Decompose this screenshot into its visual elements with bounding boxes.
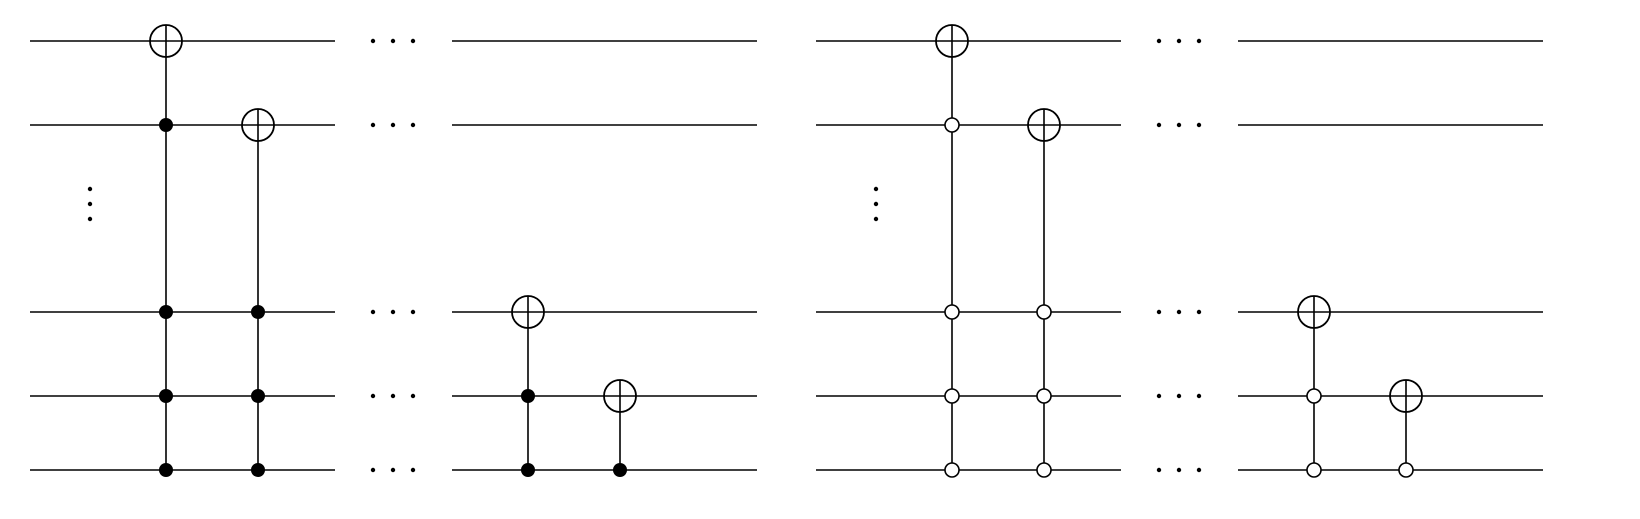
hollow-control-dot — [944, 304, 960, 320]
ellipsis-dot — [1156, 393, 1162, 399]
vertical-ellipsis-dot — [873, 216, 879, 222]
filled-control-dot — [159, 305, 173, 319]
hollow-control-dot — [944, 388, 960, 404]
filled-control-dot — [521, 389, 535, 403]
ellipsis-dot — [370, 467, 376, 473]
ellipsis-dot — [410, 38, 416, 44]
ellipsis-dot — [410, 309, 416, 315]
ellipsis-dot — [370, 38, 376, 44]
vertical-ellipsis-dot — [87, 186, 93, 192]
filled-control-dot — [521, 463, 535, 477]
ellipsis-dot — [410, 122, 416, 128]
circuit-panel-2 — [816, 24, 1543, 478]
filled-control-dot — [159, 463, 173, 477]
ellipsis-dot — [1196, 38, 1202, 44]
ellipsis-dot — [1156, 122, 1162, 128]
ellipsis-dot — [1196, 393, 1202, 399]
hollow-control-dot — [1306, 462, 1322, 478]
filled-control-dot — [159, 389, 173, 403]
ellipsis-dot — [1176, 309, 1182, 315]
ellipsis-dot — [390, 309, 396, 315]
ellipsis-dot — [1156, 467, 1162, 473]
hollow-control-dot — [1036, 388, 1052, 404]
ellipsis-dot — [410, 393, 416, 399]
ellipsis-dot — [390, 38, 396, 44]
ellipsis-dot — [1196, 467, 1202, 473]
ellipsis-dot — [370, 122, 376, 128]
hollow-control-dot — [1036, 304, 1052, 320]
vertical-ellipsis-dot — [87, 216, 93, 222]
vertical-ellipsis-dot — [873, 201, 879, 207]
ellipsis-dot — [390, 122, 396, 128]
ellipsis-dot — [1176, 38, 1182, 44]
filled-control-dot — [251, 389, 265, 403]
ellipsis-dot — [370, 393, 376, 399]
circuit-panel-1 — [30, 24, 757, 477]
ellipsis-dot — [390, 467, 396, 473]
ellipsis-dot — [1156, 309, 1162, 315]
ellipsis-dot — [410, 467, 416, 473]
hollow-control-dot — [1398, 462, 1414, 478]
vertical-ellipsis-dot — [87, 201, 93, 207]
hollow-control-dot — [1306, 388, 1322, 404]
ellipsis-dot — [1196, 309, 1202, 315]
filled-control-dot — [251, 305, 265, 319]
ellipsis-dot — [370, 309, 376, 315]
ellipsis-dot — [390, 393, 396, 399]
vertical-ellipsis-dot — [873, 186, 879, 192]
hollow-control-dot — [944, 462, 960, 478]
ellipsis-dot — [1196, 122, 1202, 128]
filled-control-dot — [613, 463, 627, 477]
ellipsis-dot — [1176, 467, 1182, 473]
hollow-control-dot — [944, 117, 960, 133]
ellipsis-dot — [1156, 38, 1162, 44]
hollow-control-dot — [1036, 462, 1052, 478]
ellipsis-dot — [1176, 122, 1182, 128]
filled-control-dot — [159, 118, 173, 132]
filled-control-dot — [251, 463, 265, 477]
ellipsis-dot — [1176, 393, 1182, 399]
